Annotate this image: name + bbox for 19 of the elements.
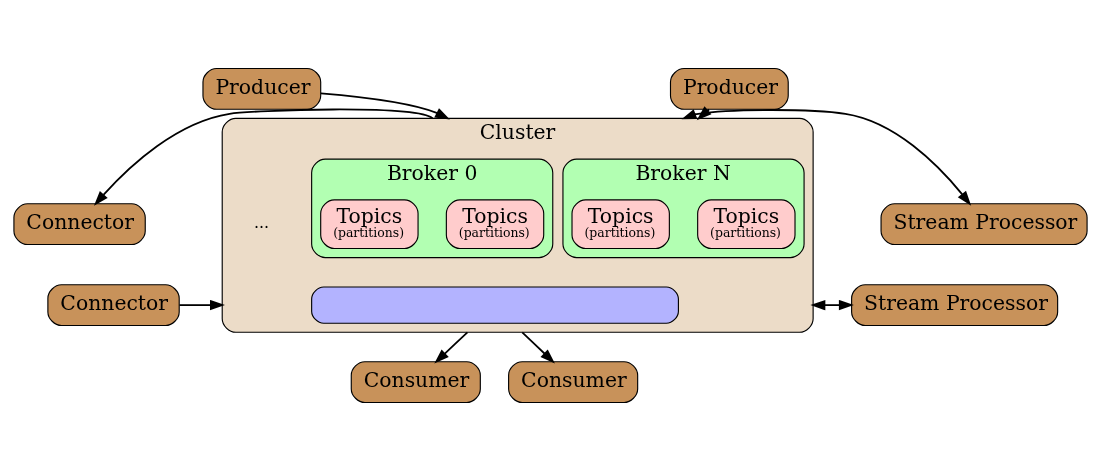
arrow	[319, 92, 450, 120]
node-box: Stream Processor	[880, 203, 1088, 246]
label: ...	[253, 213, 270, 233]
node-box: Topics (partitions)	[697, 199, 796, 250]
arrow	[93, 108, 434, 206]
node-box: Producer	[202, 67, 322, 110]
node-box: Topics (partitions)	[320, 199, 419, 250]
node-box: Topics (partitions)	[445, 199, 545, 250]
arrow	[178, 299, 225, 311]
node-box: Topics (partitions)	[571, 199, 670, 250]
node-box: Consumer	[508, 361, 639, 404]
node-box: Connector	[47, 284, 180, 327]
node-box	[311, 286, 679, 324]
arrow	[521, 331, 555, 364]
node-box: Consumer	[350, 361, 481, 404]
node-box: Stream Processor	[851, 284, 1059, 327]
arrow	[434, 331, 469, 364]
node-box: Connector	[13, 203, 146, 246]
arrow	[810, 299, 854, 311]
